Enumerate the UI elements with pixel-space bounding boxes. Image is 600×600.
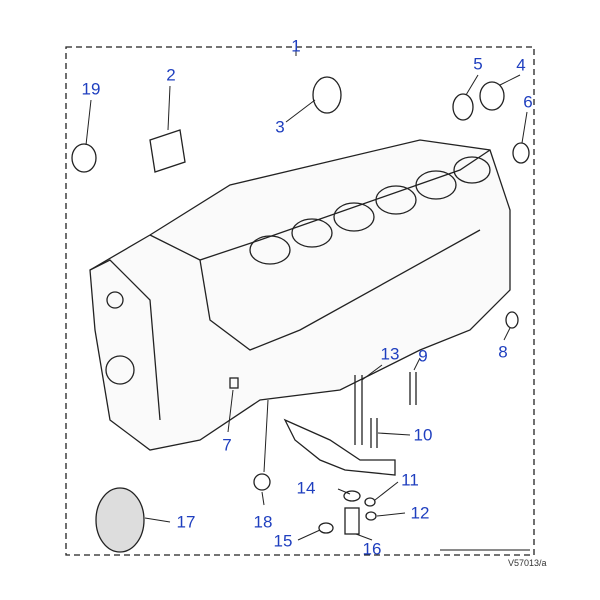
part-4	[479, 81, 505, 111]
drawing-reference-code: V57013/a	[508, 558, 547, 568]
part-17	[95, 487, 145, 553]
part-5	[452, 93, 474, 121]
callout-7: 7	[222, 435, 232, 455]
callout-15: 15	[273, 531, 293, 551]
callout-3: 3	[275, 117, 285, 137]
part-8	[505, 311, 519, 329]
part-9	[409, 372, 417, 405]
part-19	[71, 143, 97, 173]
callout-6: 6	[523, 92, 533, 112]
part-3	[312, 76, 342, 114]
part-11	[364, 497, 376, 507]
callout-14: 14	[296, 478, 316, 498]
callout-17: 17	[176, 512, 196, 532]
callout-12: 12	[410, 503, 430, 523]
callout-1: 1	[291, 36, 301, 56]
callout-9: 9	[418, 346, 428, 366]
callout-5: 5	[473, 54, 483, 74]
part-bearing-cap	[283, 418, 396, 476]
assembly-frame	[65, 46, 535, 556]
callout-11: 11	[401, 470, 419, 490]
part-15	[318, 522, 334, 534]
callout-19: 19	[81, 79, 101, 99]
part-16	[344, 507, 360, 535]
callout-2: 2	[166, 65, 176, 85]
part-18	[253, 473, 271, 491]
part-12	[365, 511, 377, 521]
part-7	[229, 377, 239, 389]
part-13	[354, 375, 363, 445]
callout-13: 13	[380, 344, 400, 364]
callout-8: 8	[498, 342, 508, 362]
part-10	[370, 418, 378, 448]
part-6	[512, 142, 530, 164]
callout-10: 10	[413, 425, 433, 445]
part-14	[343, 490, 361, 502]
callout-18: 18	[253, 512, 273, 532]
callout-4: 4	[516, 55, 526, 75]
part-2	[149, 129, 186, 173]
callout-16: 16	[362, 539, 382, 559]
cylinder-block	[89, 139, 511, 451]
